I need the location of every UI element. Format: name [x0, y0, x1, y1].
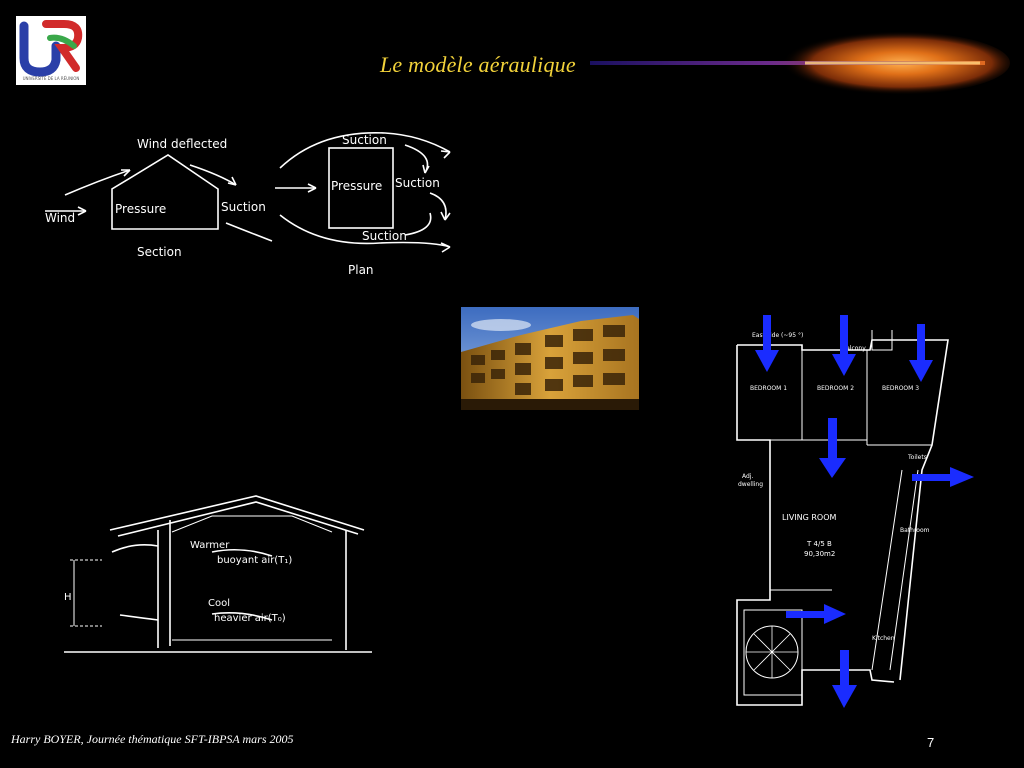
label-suction-right: Suction — [395, 176, 440, 190]
slide-title: Le modèle aéraulique — [380, 52, 576, 77]
airflow-arrow-living — [819, 418, 846, 478]
label-height: H — [64, 592, 72, 603]
label-heavier: heavier air(T₀) — [214, 613, 286, 624]
label-adj-dwelling-1: Adj. — [742, 473, 753, 480]
apartment-floorplan: East side (~95 °) Balcony BEDROOM 1 BEDR… — [722, 310, 982, 715]
label-suction-bottom: Suction — [362, 229, 407, 243]
roof-outline — [109, 495, 365, 531]
airflow-arrow-bedroom1 — [755, 315, 779, 372]
page-number: 7 — [927, 735, 935, 750]
label-section: Section — [137, 245, 182, 259]
section-house — [111, 154, 219, 230]
label-adj-dwelling-2: dwelling — [738, 481, 763, 488]
label-pressure-plan: Pressure — [331, 179, 382, 193]
label-east-side: East side (~95 °) — [752, 332, 803, 339]
wind-pressure-diagram: Wind Wind deflected Pressure Suction Sec… — [45, 131, 451, 277]
label-bedroom2: BEDROOM 2 — [817, 385, 854, 392]
stack-effect-diagram: Warmer buoyant air(T₁) Cool heavier air(… — [64, 495, 372, 653]
label-pressure-section: Pressure — [115, 202, 166, 216]
label-cool: Cool — [208, 598, 230, 609]
label-suction-section: Suction — [221, 200, 266, 214]
label-bedroom3: BEDROOM 3 — [882, 385, 919, 392]
label-wind: Wind — [45, 211, 75, 225]
airflow-arrow-bedroom3 — [909, 324, 933, 382]
building-photo — [461, 307, 639, 410]
label-wind-deflected: Wind deflected — [137, 137, 227, 151]
label-living-room: LIVING ROOM — [782, 513, 837, 522]
label-area: 90,30m2 — [804, 550, 835, 558]
airflow-arrow-entry — [786, 604, 846, 624]
label-balcony: Balcony — [842, 345, 866, 352]
label-warmer: Warmer — [190, 540, 230, 551]
label-bedroom1: BEDROOM 1 — [750, 385, 787, 392]
logo-mark: UNIVERSITÉ DE LA RÉUNION — [16, 16, 86, 85]
airflow-arrow-bottom — [832, 650, 857, 708]
label-toilets: Toilets — [907, 454, 927, 461]
logo-text: UNIVERSITÉ DE LA RÉUNION — [23, 76, 80, 81]
plan-outline-left — [736, 345, 895, 706]
airflow-arrow-bedroom2 — [832, 315, 856, 376]
plan-building — [328, 147, 394, 229]
label-unit-id: T 4/5 B — [806, 540, 832, 548]
label-buoyant: buoyant air(T₁) — [217, 555, 292, 566]
university-logo: UNIVERSITÉ DE LA RÉUNION — [16, 16, 86, 85]
title-decoration — [590, 31, 1010, 95]
airflow-arrow-east — [912, 467, 974, 487]
label-suction-top: Suction — [342, 133, 387, 147]
label-plan: Plan — [348, 263, 374, 277]
label-kitchen: Kitchen — [872, 635, 895, 642]
label-bathroom: Bathroom — [900, 527, 930, 534]
footer-text: Harry BOYER, Journée thématique SFT-IBPS… — [11, 732, 294, 746]
